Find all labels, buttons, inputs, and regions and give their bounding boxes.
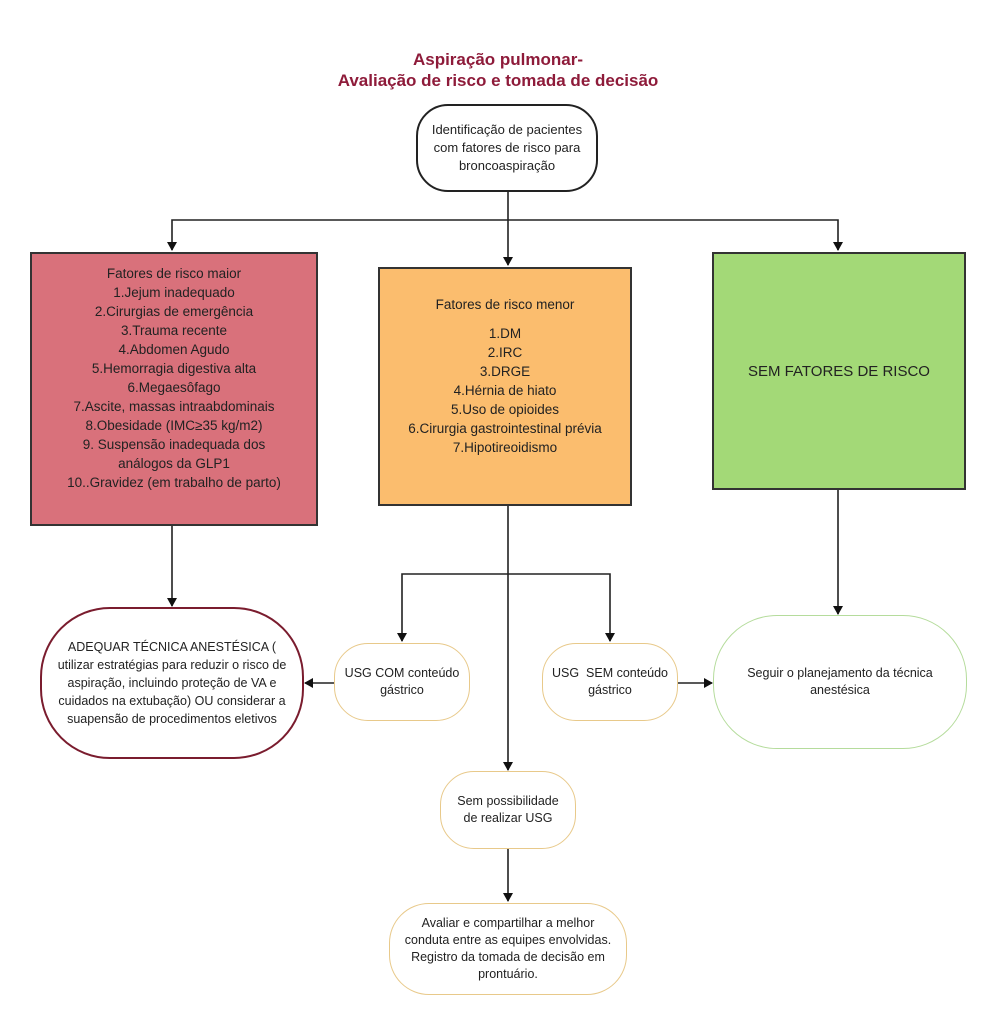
connector-to-usg-sem: [508, 573, 615, 642]
title-line-1: Aspiração pulmonar-: [412, 50, 584, 69]
major-item: 3.Trauma recente: [120, 323, 228, 338]
adequar-line: suapensão de procedimentos eletivos: [67, 712, 277, 726]
avaliar-line: Registro da tomada de decisão em: [411, 950, 605, 964]
major-item: 10..Gravidez (em trabalho de parto): [67, 475, 281, 490]
usg-sem-line: gástrico: [588, 683, 632, 697]
major-item: 6.Megaesôfago: [127, 380, 221, 395]
adequar-node: ADEQUAR TÉCNICA ANESTÉSICA ( utilizar es…: [40, 607, 304, 759]
major-risk-box: Fatores de risco maior 1.Jejum inadequad…: [30, 252, 318, 526]
start-line: com fatores de risco para: [433, 140, 581, 155]
usg-sem-node: USG SEM conteúdo gástrico: [542, 643, 678, 721]
sem-usg-node: Sem possibilidade de realizar USG: [440, 771, 576, 849]
major-item: 7.Ascite, massas intraabdominais: [73, 399, 275, 414]
minor-risk-box: Fatores de risco menor 1.DM 2.IRC 3.DRGE…: [378, 267, 632, 506]
usg-sem-line: USG SEM conteúdo: [551, 666, 669, 680]
minor-item: 2.IRC: [487, 345, 523, 360]
no-risk-label: SEM FATORES DE RISCO: [748, 362, 930, 380]
avaliar-line: Avaliar e compartilhar a melhor: [421, 916, 595, 930]
minor-item: 4.Hérnia de hiato: [453, 383, 557, 398]
minor-item: 5.Uso de opioides: [450, 402, 560, 417]
avaliar-node: Avaliar e compartilhar a melhor conduta …: [389, 903, 627, 995]
major-item: análogos da GLP1: [118, 456, 230, 471]
minor-item: 3.DRGE: [479, 364, 531, 379]
usg-com-line: USG COM conteúdo: [344, 666, 460, 680]
avaliar-line: prontuário.: [478, 967, 538, 981]
major-item: 2.Cirurgias de emergência: [94, 304, 254, 319]
major-heading: Fatores de risco maior: [106, 266, 242, 281]
adequar-line: aspiração, incluindo proteção de VA e: [67, 676, 277, 690]
title-line-2: Avaliação de risco e tomada de decisão: [337, 71, 659, 90]
no-risk-box: SEM FATORES DE RISCO: [712, 252, 966, 490]
major-item: 9. Suspensão inadequada dos: [82, 437, 266, 452]
adequar-line: utilizar estratégias para reduzir o risc…: [57, 658, 287, 672]
connector-to-usg-com: [397, 573, 508, 642]
seguir-node: Seguir o planejamento da técnica anestés…: [713, 615, 967, 749]
usg-com-line: gástrico: [380, 683, 424, 697]
adequar-line: cuidados na extubação) OU considerar a: [58, 694, 286, 708]
minor-item: 1.DM: [488, 326, 522, 341]
avaliar-line: conduta entre as equipes envolvidas.: [404, 933, 612, 947]
minor-item: 7.Hipotireoidismo: [452, 440, 558, 455]
start-line: Identificação de pacientes: [431, 122, 583, 137]
minor-heading: Fatores de risco menor: [435, 297, 575, 312]
major-item: 8.Obesidade (IMC≥35 kg/m2): [85, 418, 263, 433]
seguir-line: Seguir o planejamento da técnica: [747, 666, 933, 680]
connector-branch-left: [167, 219, 508, 251]
minor-item: 6.Cirurgia gastrointestinal prévia: [408, 421, 602, 436]
major-item: 5.Hemorragia digestiva alta: [91, 361, 257, 376]
start-line: broncoaspiração: [458, 158, 556, 173]
major-item: 1.Jejum inadequado: [113, 285, 235, 300]
sem-usg-line: de realizar USG: [463, 811, 553, 825]
connector-branch-right: [508, 219, 843, 251]
seguir-line: anestésica: [810, 683, 870, 697]
start-node: Identificação de pacientes com fatores d…: [416, 104, 598, 192]
sem-usg-line: Sem possibilidade: [457, 794, 559, 808]
major-item: 4.Abdomen Agudo: [118, 342, 230, 357]
adequar-line: ADEQUAR TÉCNICA ANESTÉSICA (: [67, 640, 277, 654]
usg-com-node: USG COM conteúdo gástrico: [334, 643, 470, 721]
